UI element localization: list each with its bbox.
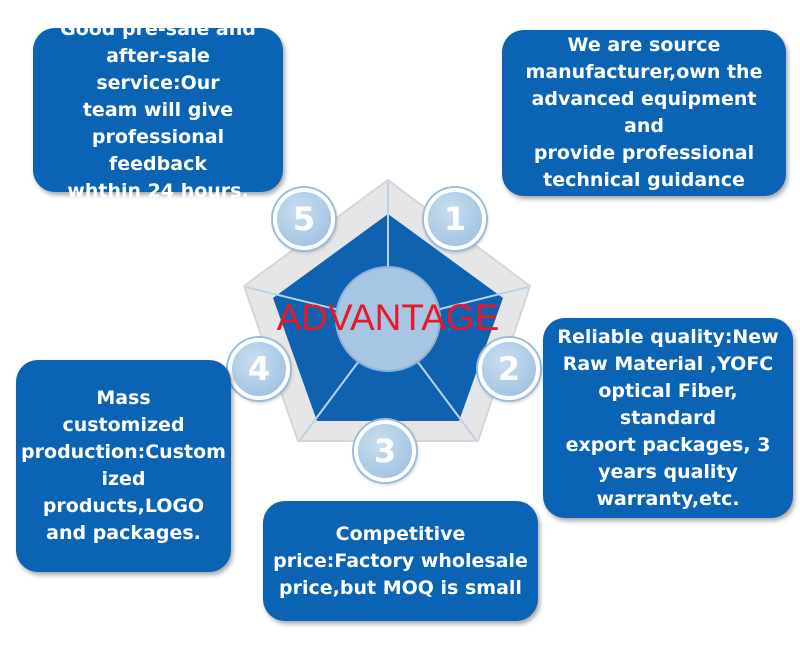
number-2-badge: 2 bbox=[478, 338, 540, 400]
box-line: technical guidance bbox=[543, 169, 745, 191]
advantage-1-manufacturer-box: We are source manufacturer,own the advan… bbox=[502, 30, 786, 196]
box-line: advanced equipment and bbox=[531, 88, 757, 137]
box-line: warranty,etc. bbox=[596, 487, 740, 510]
box-line: price:Factory wholesale bbox=[273, 549, 528, 572]
box-line: production:Custom bbox=[21, 441, 226, 463]
box-line: Raw Material ,YOFC bbox=[562, 352, 774, 375]
advantage-4-customization-box: Mass customized production:Custom ized p… bbox=[16, 360, 231, 572]
box-line: whthin 24 hours. bbox=[67, 179, 249, 202]
box-line: customized bbox=[62, 414, 185, 436]
box-line: years quality bbox=[598, 460, 738, 483]
box-line: Good pre-sale and bbox=[60, 17, 256, 40]
box-line: ized bbox=[101, 468, 146, 490]
box-line: team will give bbox=[82, 98, 234, 121]
center-label: ADVANTAGE bbox=[276, 297, 500, 338]
box-line: products,LOGO bbox=[42, 495, 205, 517]
number-1-badge: 1 bbox=[424, 188, 486, 250]
box-line: We are source bbox=[567, 34, 721, 56]
box-line: and packages. bbox=[46, 522, 201, 544]
advantage-3-price-box: Competitive price:Factory wholesale pric… bbox=[263, 501, 538, 621]
advantage-5-service-box: Good pre-sale and after-sale service:Our… bbox=[33, 18, 283, 202]
box-line: price,but MOQ is small bbox=[279, 576, 522, 599]
number-4-badge: 4 bbox=[228, 338, 290, 400]
box-line: after-sale service:Our bbox=[96, 44, 220, 94]
box-line: export packages, 3 bbox=[565, 433, 771, 456]
box-line: provide professional bbox=[533, 142, 755, 164]
box-line: Mass bbox=[96, 387, 151, 409]
number-5-badge: 5 bbox=[273, 188, 335, 250]
box-line: professional feedback bbox=[91, 125, 225, 175]
advantage-2-quality-box: Reliable quality:New Raw Material ,YOFC … bbox=[543, 318, 793, 518]
box-line: Reliable quality:New bbox=[557, 325, 779, 348]
number-3-badge: 3 bbox=[354, 420, 416, 482]
center-circle bbox=[335, 266, 441, 372]
box-line: Competitive bbox=[335, 522, 466, 545]
box-line: optical Fiber, standard bbox=[598, 379, 738, 429]
box-line: manufacturer,own the bbox=[525, 61, 763, 83]
